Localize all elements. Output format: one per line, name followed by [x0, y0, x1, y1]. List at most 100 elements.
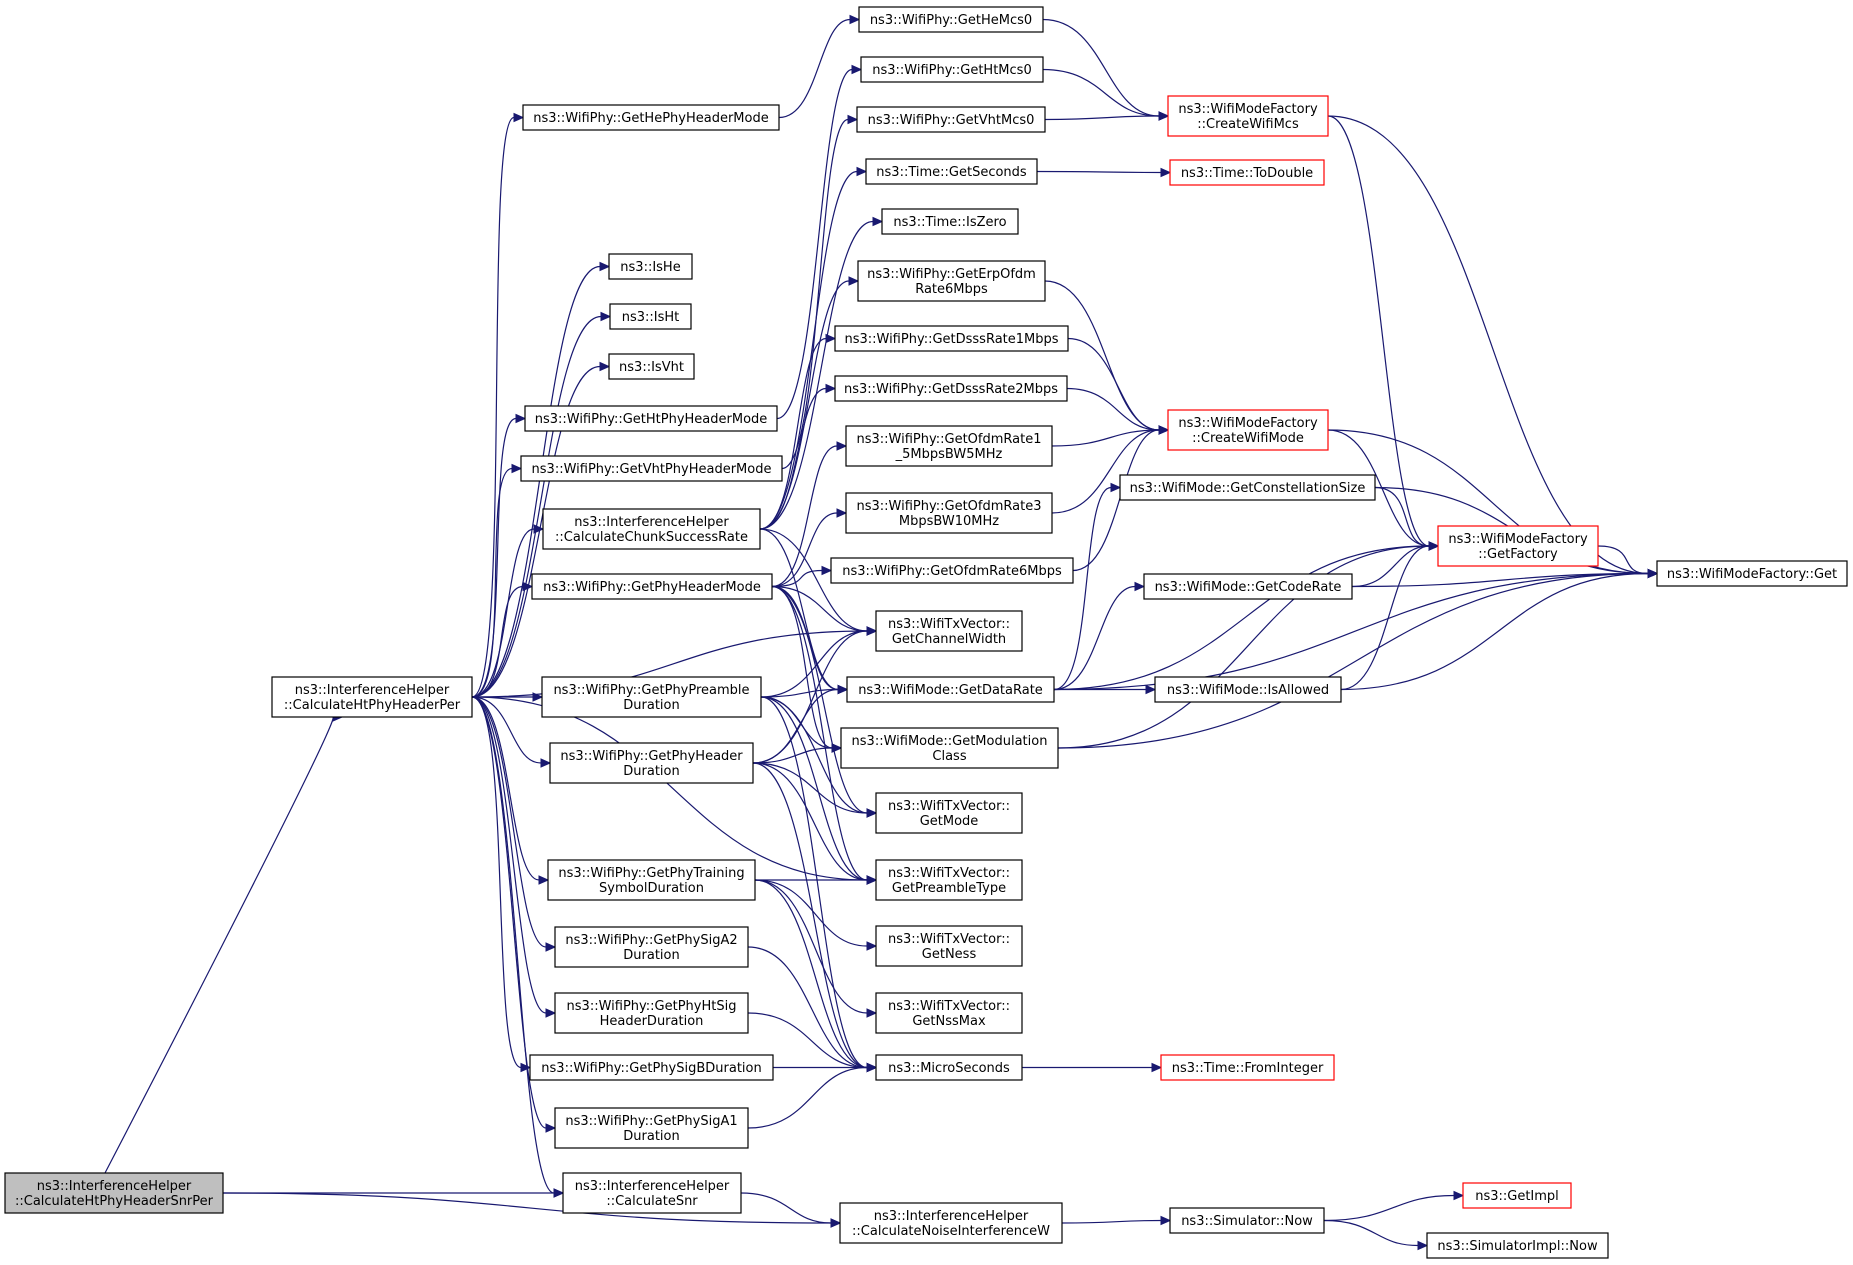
arrowhead [847, 114, 859, 125]
node-get-impl[interactable]: ns3::GetImpl [1462, 1182, 1572, 1209]
node-box [1426, 1232, 1609, 1259]
node-noise[interactable]: ns3::InterferenceHelper::CalculateNoiseI… [839, 1202, 1063, 1244]
node-impl-now[interactable]: ns3::SimulatorImpl::Now [1426, 1232, 1609, 1259]
edge-line [759, 528, 839, 691]
node-is-allowed[interactable]: ns3::WifiMode::IsAllowed [1154, 676, 1342, 703]
node-phy-hdr-mode[interactable]: ns3::WifiPhy::GetPhyHeaderMode [531, 573, 773, 600]
node-to-double[interactable]: ns3::Time::ToDouble [1169, 159, 1325, 186]
call-edge [471, 696, 565, 1198]
edge-line [1053, 585, 1136, 691]
node-sig-b[interactable]: ns3::WifiPhy::GetPhySigBDuration [529, 1054, 774, 1081]
node-box [1169, 159, 1325, 186]
node-data-rate[interactable]: ns3::WifiMode::GetDataRate [846, 676, 1055, 703]
node-factory-get[interactable]: ns3::WifiModeFactory::Get [1656, 560, 1848, 587]
edge-line [1340, 572, 1649, 691]
call-edge [747, 1062, 878, 1129]
node-is-vht[interactable]: ns3::IsVht [608, 353, 695, 380]
node-vht-mcs0[interactable]: ns3::WifiPhy::GetVhtMcs0 [856, 106, 1046, 133]
node-label: ns3::WifiModeFactory [1448, 532, 1588, 547]
node-chunk[interactable]: ns3::InterferenceHelper::CalculateChunkS… [542, 508, 761, 550]
node-is-zero[interactable]: ns3::Time::IsZero [881, 208, 1019, 235]
node-root[interactable]: ns3::InterferenceHelper::CalculateHtPhyH… [4, 1172, 224, 1214]
arrowhead [1110, 482, 1122, 493]
node-label: ns3::Time::GetSeconds [876, 165, 1027, 180]
node-box [554, 1107, 749, 1149]
call-edge [1042, 18, 1170, 121]
edge-line [771, 585, 868, 632]
node-sim-now[interactable]: ns3::Simulator::Now [1169, 1207, 1325, 1234]
node-label: Class [932, 749, 966, 764]
arrowhead [1417, 1240, 1429, 1251]
node-get-mode[interactable]: ns3::WifiTxVector::GetMode [875, 792, 1023, 834]
call-edge [759, 333, 837, 530]
edge-line [771, 585, 839, 691]
node-from-int[interactable]: ns3::Time::FromInteger [1160, 1054, 1335, 1081]
node-box [1160, 1054, 1335, 1081]
call-edge [471, 696, 552, 768]
call-edge [1053, 581, 1146, 691]
node-get-factory[interactable]: ns3::WifiModeFactory::GetFactory [1437, 525, 1599, 567]
node-training[interactable]: ns3::WifiPhy::GetPhyTrainingSymbolDurati… [547, 859, 756, 901]
node-micro[interactable]: ns3::MicroSeconds [875, 1054, 1023, 1081]
node-dsss2[interactable]: ns3::WifiPhy::GetDsssRate2Mbps [834, 375, 1068, 402]
node-label: ::CreateWifiMcs [1197, 117, 1299, 132]
node-dsss1[interactable]: ns3::WifiPhy::GetDsssRate1Mbps [834, 325, 1069, 352]
node-box [834, 375, 1068, 402]
edge-line [471, 696, 547, 948]
call-edge [471, 524, 545, 698]
node-create-mode[interactable]: ns3::WifiModeFactory::CreateWifiMode [1167, 409, 1329, 451]
node-ht-hdr[interactable]: ns3::WifiPhy::GetHtPhyHeaderMode [524, 405, 778, 432]
arrowhead [849, 14, 861, 25]
node-is-he[interactable]: ns3::IsHe [608, 253, 693, 280]
edge-line [1327, 115, 1430, 547]
node-const-size[interactable]: ns3::WifiMode::GetConstellationSize [1119, 474, 1376, 501]
node-code-rate[interactable]: ns3::WifiMode::GetCodeRate [1143, 573, 1353, 600]
node-box [845, 425, 1053, 467]
node-ofdm6[interactable]: ns3::WifiPhy::GetOfdmRate6Mbps [830, 557, 1074, 584]
node-create-mcs[interactable]: ns3::WifiModeFactory::CreateWifiMcs [1167, 95, 1329, 137]
call-edge [471, 261, 611, 698]
node-is-ht[interactable]: ns3::IsHt [609, 303, 692, 330]
call-edge [754, 879, 878, 1073]
edge-line [771, 569, 823, 588]
arrowhead [599, 361, 611, 372]
arrowhead [825, 333, 837, 344]
node-nss-max[interactable]: ns3::WifiTxVector::GetNssMax [875, 992, 1023, 1034]
node-he-mcs0[interactable]: ns3::WifiPhy::GetHeMcs0 [858, 6, 1044, 33]
node-box [554, 992, 749, 1034]
node-preamble-type[interactable]: ns3::WifiTxVector::GetPreambleType [875, 859, 1023, 901]
node-box [1167, 95, 1329, 137]
node-get-seconds[interactable]: ns3::Time::GetSeconds [865, 158, 1038, 185]
edge-line [754, 879, 868, 1014]
node-ness[interactable]: ns3::WifiTxVector::GetNess [875, 925, 1023, 967]
node-ht-mcs0[interactable]: ns3::WifiPhy::GetHtMcs0 [860, 56, 1044, 83]
call-edge [104, 712, 344, 1174]
arrowhead [872, 216, 884, 227]
node-label: ns3::Simulator::Now [1181, 1214, 1313, 1229]
node-box [858, 6, 1044, 33]
arrowhead [600, 311, 612, 322]
edge-line [747, 1066, 868, 1129]
node-label: ns3::Time::ToDouble [1181, 166, 1313, 181]
node-per[interactable]: ns3::InterferenceHelper::CalculateHtPhyH… [271, 676, 473, 718]
node-box [881, 208, 1019, 235]
node-calc-snr[interactable]: ns3::InterferenceHelper::CalculateSnr [562, 1172, 742, 1214]
arrowhead [1160, 167, 1172, 178]
node-ofdm15[interactable]: ns3::WifiPhy::GetOfdmRate1_5MbpsBW5MHz [845, 425, 1053, 467]
node-label: ns3::WifiPhy::GetPhyTraining [558, 866, 744, 881]
call-edge [1323, 1190, 1465, 1222]
node-label: GetNssMax [912, 1014, 986, 1029]
node-he-hdr[interactable]: ns3::WifiPhy::GetHePhyHeaderMode [522, 104, 780, 131]
node-label: ns3::WifiTxVector:: [888, 932, 1010, 947]
node-ch-width[interactable]: ns3::WifiTxVector::GetChannelWidth [875, 610, 1023, 652]
node-vht-hdr[interactable]: ns3::WifiPhy::GetVhtPhyHeaderMode [520, 455, 783, 482]
node-box [846, 676, 1055, 703]
